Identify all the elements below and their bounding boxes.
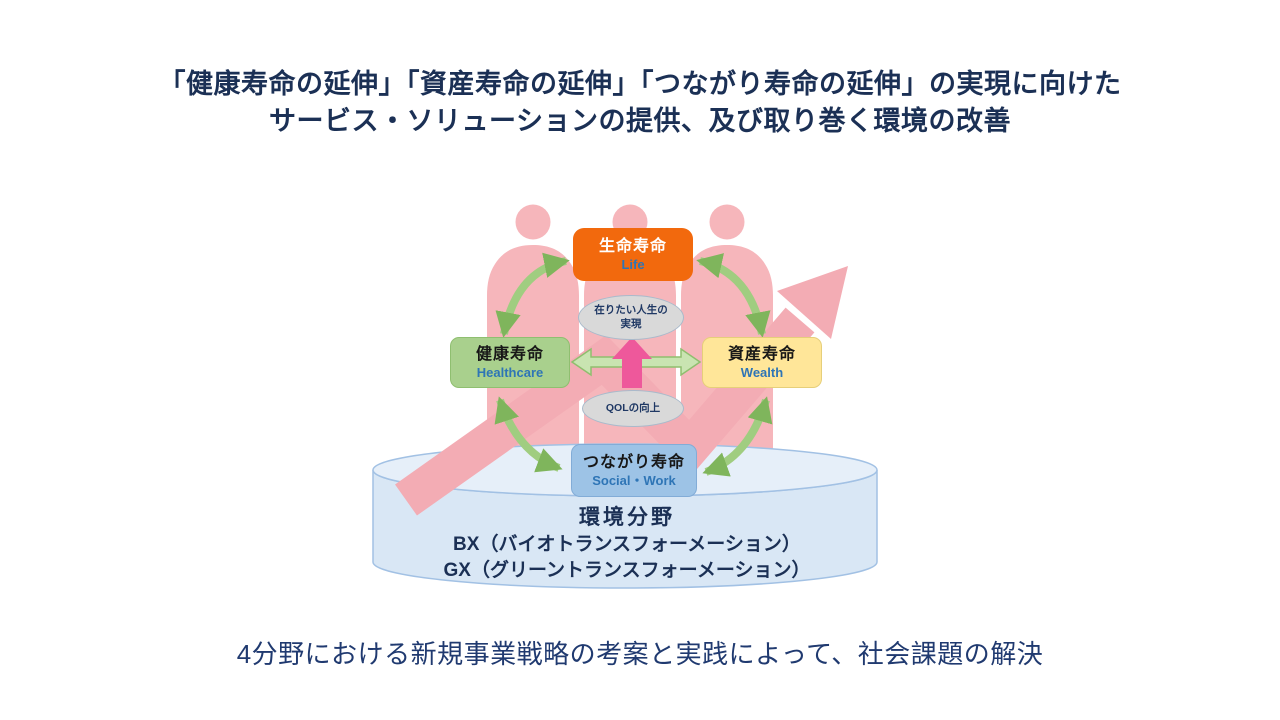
goal-bubble: 在りたい人生の 実現 — [578, 295, 684, 340]
node-healthcare-label-jp: 健康寿命 — [475, 345, 544, 363]
environment-labels: 環境分野 BX（バイオトランスフォーメーション） GX（グリーントランスフォーメ… — [327, 504, 927, 584]
node-social-label-en: Social・Work — [592, 472, 676, 488]
node-social-label-jp: つながり寿命 — [582, 453, 685, 471]
node-healthcare: 健康寿命 Healthcare — [450, 337, 570, 388]
node-life: 生命寿命 Life — [573, 228, 693, 281]
node-life-label-en: Life — [621, 256, 645, 272]
environment-bx-label: BX（バイオトランスフォーメーション） — [453, 534, 801, 555]
page-title-line1: 「健康寿命の延伸」「資産寿命の延伸」「つながり寿命の延伸」の実現に向けた — [158, 69, 1122, 99]
page-title: 「健康寿命の延伸」「資産寿命の延伸」「つながり寿命の延伸」の実現に向けた サービ… — [0, 66, 1280, 140]
curved-double-arrow-icon — [494, 252, 773, 477]
goal-bubble-line1: 在りたい人生の — [594, 304, 668, 317]
node-social-work: つながり寿命 Social・Work — [571, 444, 697, 497]
node-wealth-label-jp: 資産寿命 — [727, 345, 796, 363]
environment-heading: 環境分野 — [579, 506, 675, 529]
footer-caption: 4分野における新規事業戦略の考案と実践によって、社会課題の解決 — [236, 639, 1044, 669]
environment-gx-label: GX（グリーントランスフォーメーション） — [443, 560, 811, 581]
node-healthcare-label-en: Healthcare — [476, 364, 544, 380]
qol-bubble-label: QOLの向上 — [605, 401, 661, 414]
qol-bubble: QOLの向上 — [582, 390, 684, 427]
node-life-label-jp: 生命寿命 — [598, 237, 667, 255]
node-wealth-label-en: Wealth — [740, 364, 784, 380]
pink-up-arrow-icon — [612, 337, 652, 388]
goal-bubble-line2: 実現 — [620, 317, 642, 330]
node-wealth: 資産寿命 Wealth — [702, 337, 822, 388]
page-title-line2: サービス・ソリューションの提供、及び取り巻く環境の改善 — [269, 106, 1011, 136]
